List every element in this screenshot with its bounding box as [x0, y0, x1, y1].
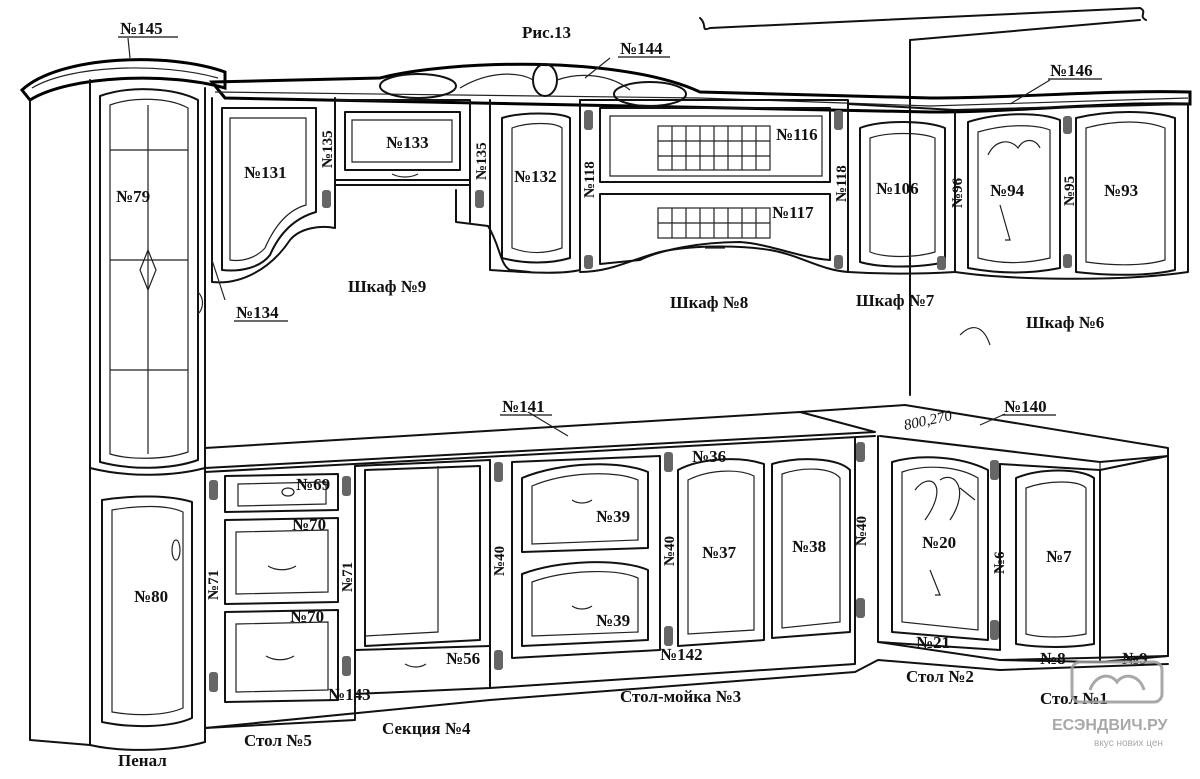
- label-p106: №106: [876, 179, 919, 198]
- wall-outline: [699, 7, 1147, 396]
- label-p95: №95: [1062, 176, 1078, 206]
- label-p146: №146: [1050, 61, 1093, 80]
- label-p71b: №71: [340, 562, 356, 592]
- module-shkaf-8: Шкаф №8: [670, 293, 748, 312]
- stol-5-unit: [204, 465, 356, 729]
- leader-lines: [127, 37, 1051, 437]
- label-p40a: №40: [492, 546, 508, 576]
- module-shkaf-9: Шкаф №9: [348, 277, 426, 296]
- label-p132: №132: [514, 167, 557, 186]
- label-p36: №36: [692, 447, 726, 466]
- label-p56: №56: [446, 649, 480, 668]
- upper-cornice: [208, 62, 1192, 114]
- label-p70a: №70: [292, 515, 326, 534]
- figure-title: Рис.13: [522, 23, 571, 42]
- module-stol-5: Стол №5: [244, 731, 312, 750]
- label-p131: №131: [244, 163, 287, 182]
- handwritten-annotations: 800,270: [903, 139, 1041, 596]
- label-p135b: №135: [474, 142, 490, 180]
- label-p40b: №40: [662, 536, 678, 566]
- label-p70b: №70: [290, 607, 324, 626]
- stol-moika-3-unit: [489, 437, 865, 689]
- shkaf-9-unit: [211, 97, 531, 284]
- label-p9: №9: [1122, 649, 1148, 668]
- module-shkaf-7: Шкаф №7: [856, 291, 935, 310]
- site-watermark: ЕСЭНДВИЧ.РУ вкус нових цен: [1052, 660, 1169, 749]
- label-p40c: №40: [854, 516, 870, 546]
- label-p39a: №39: [596, 507, 630, 526]
- label-p143: №143: [328, 685, 371, 704]
- label-p141: №141: [502, 397, 545, 416]
- label-p135a: №135: [320, 130, 336, 168]
- label-p94: №94: [990, 181, 1025, 200]
- label-p39b: №39: [596, 611, 630, 630]
- stol-1-unit: [999, 455, 1169, 663]
- watermark-site-name: ЕСЭНДВИЧ.РУ: [1052, 717, 1169, 734]
- label-p145: №145: [120, 19, 163, 38]
- label-p8: №8: [1040, 649, 1066, 668]
- part-labels: Рис.13 №145 №144 №146 №131 №133 №135 №13…: [116, 19, 1148, 704]
- module-stol-moika-3: Стол-мойка №3: [620, 687, 741, 706]
- label-p118b: №118: [834, 165, 850, 202]
- plinth: [204, 659, 1169, 729]
- label-p38: №38: [792, 537, 826, 556]
- watermark-logo-icon: [1070, 660, 1164, 704]
- label-p144: №144: [620, 39, 663, 58]
- stol-2-unit: [877, 435, 1001, 661]
- label-p133: №133: [386, 133, 429, 152]
- label-p142: №142: [660, 645, 703, 664]
- module-shkaf-6: Шкаф №6: [1026, 313, 1104, 332]
- label-p96: №96: [950, 177, 966, 208]
- label-p118a: №118: [582, 161, 598, 198]
- module-penal: Пенал: [118, 751, 167, 770]
- shkaf-8-unit: [489, 99, 849, 274]
- label-p116: №116: [776, 125, 818, 144]
- module-stol-2: Стол №2: [906, 667, 974, 686]
- label-p7: №7: [1046, 547, 1072, 566]
- label-p79: №79: [116, 187, 150, 206]
- label-p20: №20: [922, 533, 956, 552]
- label-p21: №21: [916, 633, 950, 652]
- penal-cabinet: [19, 58, 227, 751]
- label-p37: №37: [702, 543, 737, 562]
- shkaf-6-unit: [954, 103, 1189, 280]
- label-p80: №80: [134, 587, 168, 606]
- label-p117: №117: [772, 203, 814, 222]
- label-p6: №6: [992, 551, 1008, 574]
- label-p69: №69: [296, 475, 330, 494]
- module-sekcii-4: Секция №4: [382, 719, 471, 738]
- watermark-tagline: вкус нових цен: [1094, 738, 1163, 749]
- label-p93: №93: [1104, 181, 1138, 200]
- handwritten-note: 800,270: [903, 408, 955, 434]
- label-p71a: №71: [206, 570, 222, 600]
- label-p140: №140: [1004, 397, 1047, 416]
- label-p134: №134: [236, 303, 279, 322]
